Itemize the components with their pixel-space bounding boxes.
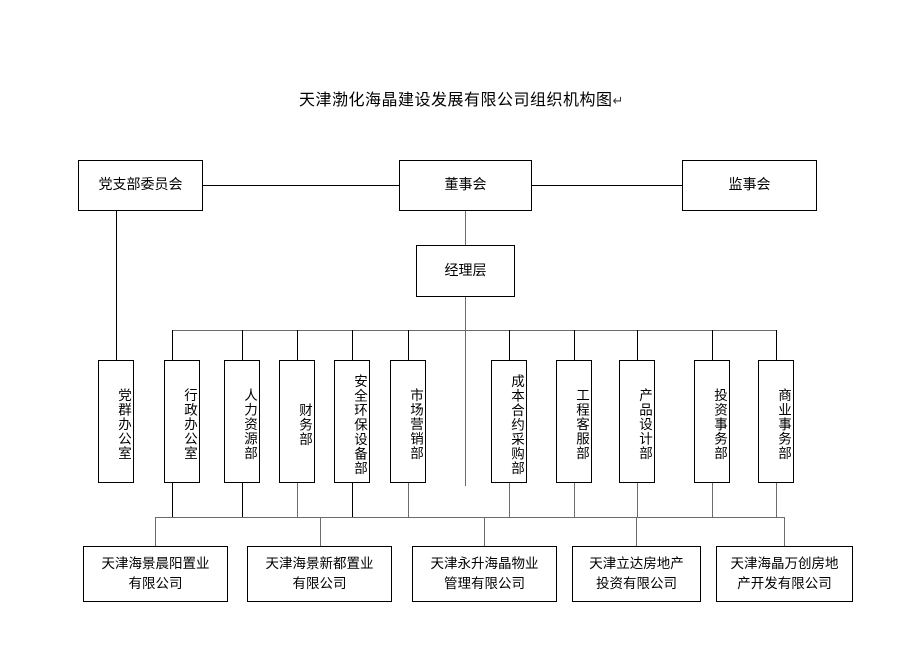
connector-dept-11-to-lower-bus: [776, 483, 777, 517]
node-dept-product-design-label: 产品设计部: [636, 388, 652, 461]
connector-bus-to-dept-3: [297, 330, 298, 360]
node-subsidiary-haijing-wanchuang[interactable]: 天津海晶万创房地 产开发有限公司: [716, 546, 853, 602]
connector-bus-to-dept-5: [408, 330, 409, 360]
node-board-of-directors[interactable]: 董事会: [399, 160, 532, 211]
connector-bus-to-subsidiary-3: [484, 517, 485, 546]
node-subsidiary-lida-real-estate-line2: 投资有限公司: [596, 576, 677, 592]
node-dept-party-affairs-office[interactable]: 党群办公室: [98, 360, 134, 483]
node-dept-commercial-affairs[interactable]: 商业事务部: [758, 360, 794, 483]
node-board-of-directors-label: 董事会: [444, 177, 487, 194]
node-dept-marketing[interactable]: 市场营销部: [390, 360, 426, 483]
connector-party-to-party-office: [116, 211, 117, 360]
connector-bus-to-dept-1: [172, 330, 173, 360]
subsidiary-bus-extension-right: [776, 517, 785, 518]
node-board-of-supervisors[interactable]: 监事会: [682, 160, 817, 211]
node-subsidiary-lida-real-estate-line1: 天津立达房地产: [589, 555, 684, 572]
pilcrow-mark: ↵: [612, 94, 624, 109]
node-dept-engineering-customer-service[interactable]: 工程客服部: [556, 360, 592, 483]
node-dept-investment-affairs-label: 投资事务部: [711, 388, 727, 461]
node-subsidiary-haijing-xindu[interactable]: 天津海景新都置业 有限公司: [247, 546, 392, 602]
node-subsidiary-haijing-chenyang-line2: 有限公司: [128, 576, 183, 592]
node-dept-cost-contract-procurement[interactable]: 成本合约采购部: [491, 360, 527, 483]
node-board-of-supervisors-label: 监事会: [728, 177, 771, 194]
node-dept-marketing-label: 市场营销部: [407, 388, 423, 461]
connector-bus-to-subsidiary-4: [636, 517, 637, 546]
connector-dept-9-to-lower-bus: [637, 483, 638, 517]
connector-bus-to-subsidiary-2: [320, 517, 321, 546]
connector-bus-to-dept-7: [574, 330, 575, 360]
node-subsidiary-lida-real-estate[interactable]: 天津立达房地产 投资有限公司: [572, 546, 701, 602]
connector-party-to-board: [203, 185, 399, 186]
connector-dept-3-to-lower-bus: [242, 483, 243, 517]
connector-bus-to-subsidiary-1: [155, 517, 156, 546]
node-dept-investment-affairs[interactable]: 投资事务部: [694, 360, 730, 483]
connector-bus-to-dept-4: [352, 330, 353, 360]
node-subsidiary-haijing-xindu-line1: 天津海景新都置业: [265, 555, 374, 572]
connector-dept-6-to-lower-bus: [408, 483, 409, 517]
node-party-committee[interactable]: 党支部委员会: [78, 160, 203, 211]
node-dept-cost-contract-procurement-label: 成本合约采购部: [508, 373, 524, 476]
connector-bus-to-dept-2: [242, 330, 243, 360]
node-dept-administration-office[interactable]: 行政办公室: [164, 360, 200, 483]
node-dept-party-affairs-office-label: 党群办公室: [115, 388, 131, 461]
connector-management-stem: [465, 297, 466, 486]
node-dept-commercial-affairs-label: 商业事务部: [775, 388, 791, 461]
connector-dept-8-to-lower-bus: [574, 483, 575, 517]
connector-dept-2-to-lower-bus: [172, 483, 173, 517]
node-dept-product-design[interactable]: 产品设计部: [619, 360, 655, 483]
page-title-text: 天津渤化海晶建设发展有限公司组织机构图: [299, 90, 613, 109]
node-subsidiary-yongsheng-haijing-property-line1: 天津永升海晶物业: [430, 555, 539, 572]
connector-dept-5-to-lower-bus: [352, 483, 353, 517]
node-dept-human-resources[interactable]: 人力资源部: [224, 360, 260, 483]
node-subsidiary-haijing-chenyang-line1: 天津海景晨阳置业: [101, 555, 210, 572]
node-subsidiary-haijing-chenyang[interactable]: 天津海景晨阳置业 有限公司: [83, 546, 228, 602]
connector-bus-to-dept-6: [509, 330, 510, 360]
connector-bus-to-dept-10: [776, 330, 777, 360]
subsidiary-bus-extension-left: [155, 517, 173, 518]
node-dept-administration-office-label: 行政办公室: [181, 388, 197, 461]
connector-dept-4-to-lower-bus: [297, 483, 298, 517]
connector-board-to-supervisors: [532, 185, 682, 186]
node-subsidiary-haijing-xindu-line2: 有限公司: [292, 576, 347, 592]
connector-bus-to-dept-8: [637, 330, 638, 360]
connector-dept-7-to-lower-bus: [509, 483, 510, 517]
node-dept-safety-environment-equipment-label: 安全环保设备部: [351, 373, 367, 476]
node-dept-finance-label: 财务部: [296, 402, 312, 447]
subsidiary-bus-line: [172, 517, 776, 518]
page-title: 天津渤化海晶建设发展有限公司组织机构图↵: [0, 86, 923, 110]
node-management-level-label: 经理层: [444, 262, 487, 279]
node-subsidiary-yongsheng-haijing-property[interactable]: 天津永升海晶物业 管理有限公司: [412, 546, 557, 602]
connector-dept-10-to-lower-bus: [712, 483, 713, 517]
node-dept-engineering-customer-service-label: 工程客服部: [573, 388, 589, 461]
node-subsidiary-haijing-wanchuang-line2: 产开发有限公司: [737, 576, 832, 592]
connector-bus-to-subsidiary-5: [784, 517, 785, 546]
node-subsidiary-haijing-wanchuang-line1: 天津海晶万创房地: [730, 555, 839, 572]
node-dept-human-resources-label: 人力资源部: [241, 388, 257, 461]
node-dept-safety-environment-equipment[interactable]: 安全环保设备部: [334, 360, 370, 483]
department-bus-line: [172, 330, 776, 331]
node-dept-finance[interactable]: 财务部: [279, 360, 315, 483]
connector-board-to-management: [465, 211, 466, 245]
node-subsidiary-yongsheng-haijing-property-line2: 管理有限公司: [444, 576, 525, 592]
node-management-level[interactable]: 经理层: [416, 245, 515, 297]
connector-bus-to-dept-9: [712, 330, 713, 360]
node-party-committee-label: 党支部委员会: [98, 177, 183, 194]
